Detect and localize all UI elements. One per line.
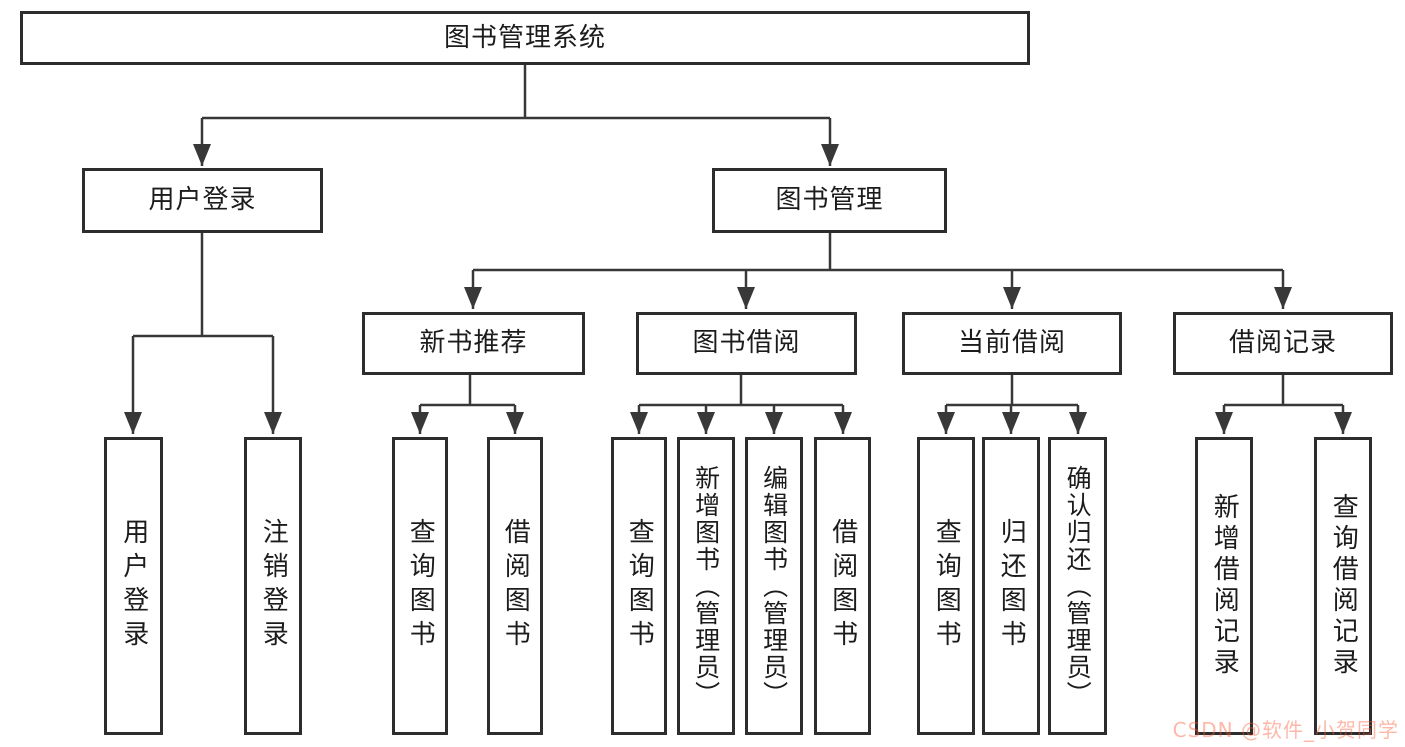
- node-label: 借阅图书: [500, 518, 531, 654]
- node-label: 查询图书: [931, 518, 962, 654]
- node-label: 归还图书: [996, 518, 1027, 654]
- node-user-login: 用户登录: [82, 168, 323, 233]
- node-bb-borrow-books: 借阅图书: [814, 437, 871, 735]
- node-label: 用户登录: [118, 518, 149, 654]
- node-cb-confirm-return-admin: 确认归还（管理员）: [1048, 437, 1107, 735]
- node-label: 当前借阅: [957, 328, 1066, 359]
- node-label: 确认归还（管理员）: [1063, 464, 1093, 708]
- node-label: 图书借阅: [692, 328, 801, 359]
- node-rec-query-books: 查询图书: [392, 437, 448, 735]
- node-label: 新书推荐: [419, 328, 528, 359]
- node-label: 编辑图书（管理员）: [759, 464, 789, 708]
- node-label: 查询借阅记录: [1328, 493, 1359, 679]
- node-user-login-leaf: 用户登录: [104, 437, 163, 735]
- node-borrowing-records: 借阅记录: [1173, 312, 1393, 375]
- edge-trunks: [133, 64, 1343, 407]
- node-label: 注销登录: [258, 518, 289, 654]
- node-label: 新增图书（管理员）: [691, 464, 721, 708]
- node-rec-borrow-books: 借阅图书: [487, 437, 543, 735]
- node-bb-add-books-admin: 新增图书（管理员）: [677, 437, 735, 735]
- node-label: 用户登录: [148, 185, 257, 216]
- node-current-borrowing: 当前借阅: [902, 312, 1122, 375]
- node-label: 查询图书: [405, 518, 436, 654]
- node-book-borrowing: 图书借阅: [636, 312, 857, 375]
- node-label: 图书管理: [775, 185, 884, 216]
- node-bb-query-books: 查询图书: [611, 437, 667, 735]
- node-br-query-record: 查询借阅记录: [1314, 437, 1372, 735]
- node-book-management: 图书管理: [712, 168, 947, 233]
- node-cb-return-books: 归还图书: [982, 437, 1040, 735]
- node-label: 图书管理系统: [443, 22, 606, 53]
- node-cb-query-books: 查询图书: [917, 437, 975, 735]
- node-label: 新增借阅记录: [1209, 493, 1240, 679]
- node-label: 借阅记录: [1228, 328, 1337, 359]
- node-br-add-record: 新增借阅记录: [1195, 437, 1253, 735]
- node-label: 查询图书: [624, 518, 655, 654]
- node-library-management-system: 图书管理系统: [20, 11, 1030, 65]
- node-logout-leaf: 注销登录: [244, 437, 302, 735]
- node-label: 借阅图书: [827, 518, 858, 654]
- node-new-book-recommendation: 新书推荐: [362, 312, 585, 375]
- node-bb-edit-books-admin: 编辑图书（管理员）: [745, 437, 803, 735]
